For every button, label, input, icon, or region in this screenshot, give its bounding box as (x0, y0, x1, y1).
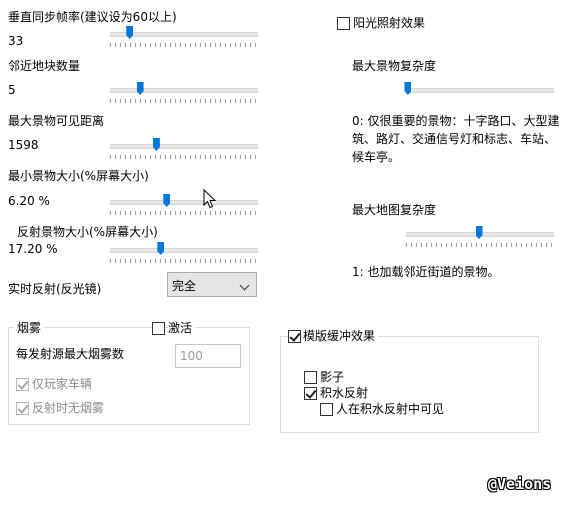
reflect-object-size-slider[interactable] (110, 242, 258, 266)
realtime-reflect-dropdown[interactable]: 完全 (167, 272, 257, 297)
vsync-value: 33 (8, 34, 24, 48)
sun-shafts-label[interactable]: 阳光照射效果 (353, 16, 426, 30)
max-object-complexity-slider[interactable] (404, 82, 554, 106)
vsync-slider[interactable] (110, 26, 258, 50)
slider-thumb[interactable] (163, 194, 171, 207)
person-visible-label[interactable]: 人在积水反射中可见 (336, 402, 445, 416)
slider-thumb[interactable] (152, 138, 160, 151)
max-object-complexity-description: 0: 仅很重要的景物：十字路口、大型建筑、路灯、交通信号灯和标志、车站、候车亭。 (352, 114, 560, 164)
watermark-text: @Veions (488, 475, 552, 493)
player-only-checkbox[interactable] (16, 378, 29, 391)
max-view-distance-slider[interactable] (110, 138, 258, 162)
stencil-group-label[interactable]: 模版缓冲效果 (303, 328, 379, 344)
slider-ticks (110, 99, 258, 103)
max-smoke-per-source-value: 100 (180, 349, 203, 363)
vsync-label: 垂直同步帧率(建议设为60以上) (8, 10, 177, 24)
no-smoke-reflect-checkbox[interactable] (16, 402, 29, 415)
stencil-groupbox (280, 336, 539, 433)
slider-thumb[interactable] (475, 226, 483, 239)
max-map-complexity-description: 1: 也加载邻近街道的景物。 (352, 265, 500, 279)
max-smoke-per-source-label: 每发射源最大烟雾数 (16, 347, 125, 361)
max-view-distance-label: 最大景物可见距离 (8, 114, 105, 128)
chevron-down-icon (239, 280, 250, 291)
min-object-size-label: 最小景物大小(%屏幕大小) (8, 169, 149, 183)
smoke-activate-label[interactable]: 激活 (168, 320, 196, 336)
player-only-label[interactable]: 仅玩家车辆 (32, 377, 93, 391)
slider-thumb[interactable] (136, 82, 144, 95)
smoke-groupbox (8, 327, 250, 425)
mouse-cursor-icon (203, 189, 217, 209)
slider-ticks (110, 259, 258, 263)
max-map-complexity-slider[interactable] (406, 226, 554, 250)
sun-shafts-checkbox[interactable] (337, 17, 350, 30)
realtime-reflect-selected: 完全 (172, 279, 197, 293)
realtime-reflect-label: 实时反射(反光镜) (8, 282, 102, 296)
smoke-group-label: 烟雾 (14, 320, 45, 336)
neighbor-tiles-value: 5 (8, 83, 16, 97)
slider-thumb[interactable] (126, 26, 134, 39)
max-map-complexity-label: 最大地图复杂度 (352, 203, 437, 217)
slider-ticks (110, 155, 258, 159)
neighbor-tiles-slider[interactable] (110, 82, 258, 106)
reflect-object-size-label: 反射景物大小(%屏幕大小) (17, 225, 158, 239)
max-view-distance-value: 1598 (8, 138, 39, 152)
reflect-object-size-value: 17.20 % (8, 242, 58, 256)
shadows-checkbox[interactable] (304, 371, 317, 384)
water-reflect-label[interactable]: 积水反射 (320, 386, 369, 400)
slider-thumb[interactable] (157, 242, 165, 255)
neighbor-tiles-label: 邻近地块数量 (8, 59, 81, 73)
slider-ticks (406, 243, 554, 247)
slider-ticks (110, 43, 258, 47)
no-smoke-reflect-label[interactable]: 反射时无烟雾 (32, 401, 105, 415)
shadows-label[interactable]: 影子 (320, 370, 345, 384)
min-object-size-value: 6.20 % (8, 194, 50, 208)
slider-thumb[interactable] (404, 82, 412, 95)
slider-ticks (110, 211, 258, 215)
stencil-checkbox[interactable] (288, 330, 301, 343)
person-visible-checkbox[interactable] (320, 403, 333, 416)
max-object-complexity-label: 最大景物复杂度 (352, 59, 437, 73)
water-reflect-checkbox[interactable] (304, 387, 317, 400)
min-object-size-slider[interactable] (110, 194, 258, 218)
max-smoke-per-source-input[interactable]: 100 (175, 344, 241, 368)
smoke-activate-checkbox[interactable] (152, 322, 165, 335)
